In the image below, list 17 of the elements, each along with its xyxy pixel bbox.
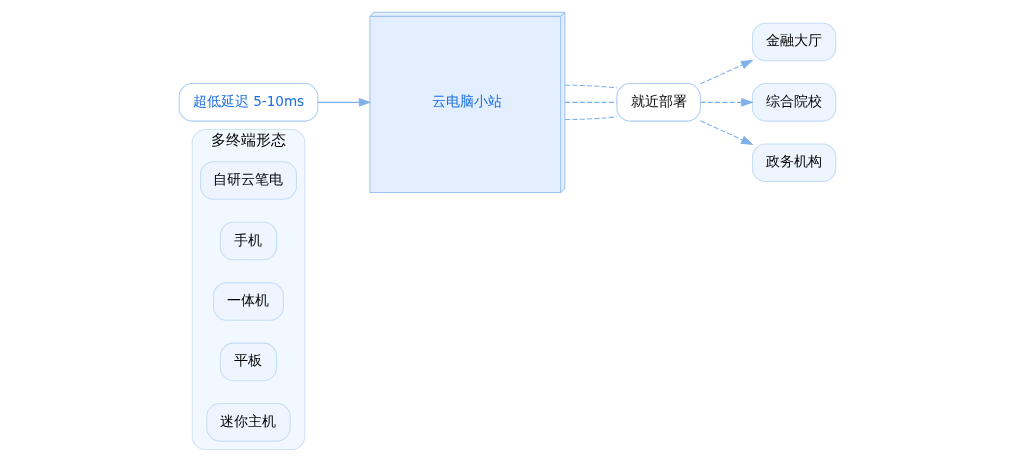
node-box: 自研云笔电 xyxy=(199,161,297,200)
arrow xyxy=(699,98,754,107)
node-box: 超低延迟 5-10ms xyxy=(178,83,318,122)
node-box: 一体机 xyxy=(212,282,284,321)
connector xyxy=(563,116,617,121)
node-box: 综合院校 xyxy=(751,83,836,122)
connector xyxy=(563,84,617,89)
connector xyxy=(563,101,617,103)
arrow xyxy=(316,98,371,107)
node-box: 就近部署 xyxy=(615,83,701,122)
node-box: 平板 xyxy=(219,342,277,382)
node-box: 手机 xyxy=(219,221,277,261)
node-box: 政务机构 xyxy=(751,143,836,183)
arrow xyxy=(699,120,754,145)
arrow xyxy=(699,59,754,85)
node-box: 金融大厅 xyxy=(751,22,836,62)
node-box: 迷你主机 xyxy=(205,403,291,442)
